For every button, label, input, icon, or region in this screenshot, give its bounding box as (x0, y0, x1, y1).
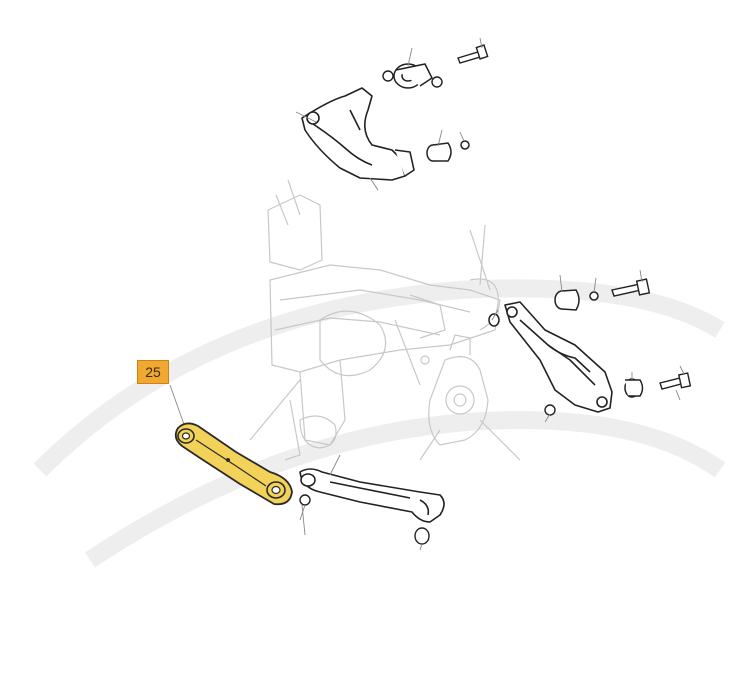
part-number: 25 (145, 364, 161, 380)
part-callout-label[interactable]: 25 (137, 360, 169, 384)
leader-lines (169, 37, 685, 551)
background-ghost-swoosh (33, 279, 726, 568)
rear-lateral-link-icon[interactable] (174, 422, 293, 506)
upper-control-arm-icon (301, 87, 415, 191)
nut-icon (299, 404, 556, 545)
bushing-icon (393, 63, 433, 89)
trailing-arm-icon (504, 301, 613, 413)
bushing-icon (488, 289, 644, 398)
bolt-icon (611, 278, 692, 390)
knuckle-icon (419, 334, 521, 461)
nut-icon (382, 70, 443, 88)
bushing-icon (426, 140, 470, 162)
bolt-icon (457, 44, 489, 64)
subframe-icon (249, 179, 501, 461)
lower-link-icon (299, 468, 445, 523)
